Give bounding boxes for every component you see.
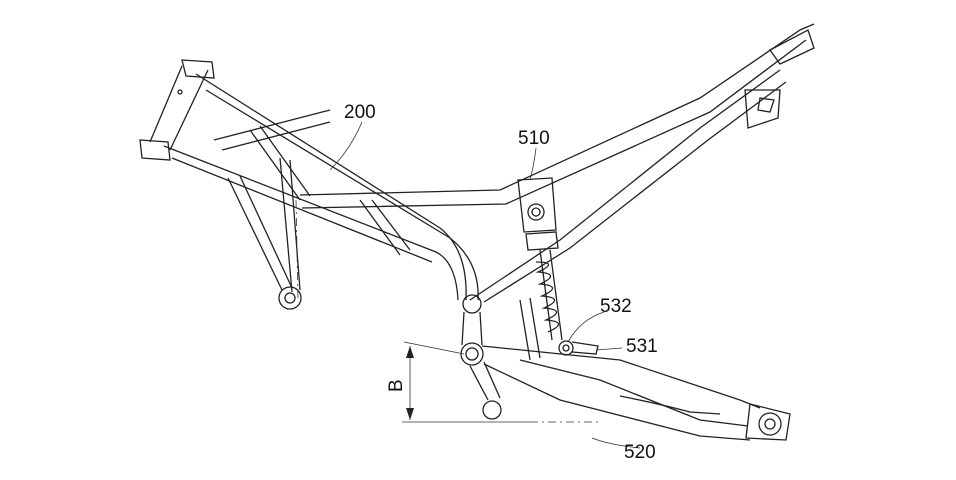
down-tubes (227, 157, 302, 310)
rear-bracket (744, 29, 815, 129)
label-510: 510 (518, 128, 550, 149)
dimension-b (402, 341, 600, 423)
label-b: B (386, 379, 407, 392)
label-532: 532 (600, 296, 632, 317)
main-tubes (163, 23, 815, 303)
head-box (139, 59, 215, 161)
swingarm (481, 297, 791, 441)
shock-absorber (517, 177, 599, 356)
pivot-link (460, 294, 502, 420)
label-520: 520 (624, 442, 656, 463)
label-200: 200 (344, 102, 376, 123)
leader-lines (329, 121, 641, 449)
label-531: 531 (626, 336, 658, 357)
